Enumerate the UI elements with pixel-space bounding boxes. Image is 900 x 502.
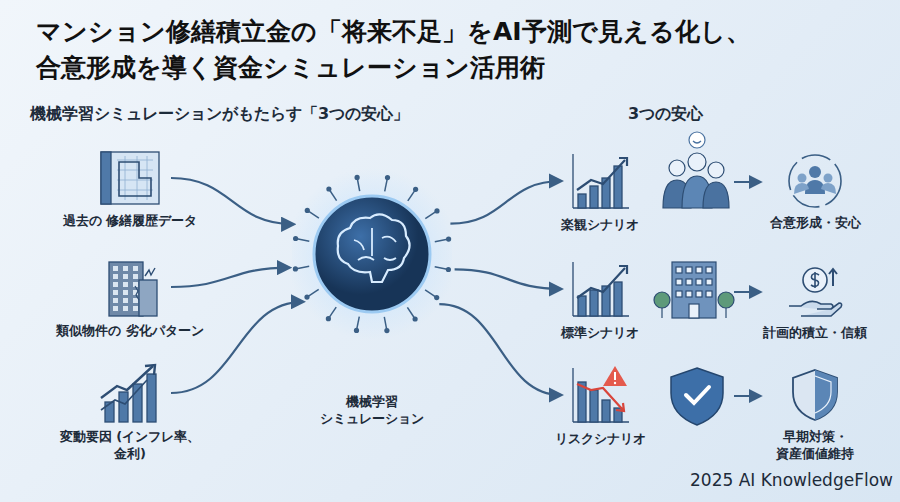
node-label: 変動要因 (インフレ率、金利) [55, 428, 205, 462]
shield-icon [785, 366, 845, 424]
hand-icon [785, 262, 845, 320]
flow-arrow [734, 395, 760, 397]
ai-core-node: 機械学習 シミュレーション [292, 168, 452, 427]
section-heading: 機械学習シミュレーションがもたらす「3つの安心」 [30, 104, 409, 125]
input-node: 変動要因 (インフレ率、金利) [55, 362, 205, 462]
mid-icon [567, 258, 633, 320]
scenario-node: 標準シナリオ [545, 258, 655, 341]
result-node: 計画的積立・信頼 [760, 262, 870, 341]
watermark: 2025 AI KnowledgeFlow [690, 470, 893, 490]
node-label: 類似物件の 劣化パターン [55, 322, 205, 339]
building-icon [654, 262, 734, 318]
flow-arrow [734, 291, 760, 293]
input-node: 類似物件の 劣化パターン [55, 256, 205, 339]
group-icon [785, 152, 845, 210]
down-icon [567, 364, 633, 426]
brain-icon [292, 168, 452, 343]
up-icon [567, 150, 633, 212]
building-icon [95, 256, 165, 318]
node-label: 計画的積立・信頼 [760, 324, 870, 341]
section-heading: 3つの安心 [628, 104, 703, 125]
flow-connector [171, 268, 289, 287]
scenario-node: 楽観シナリオ [545, 150, 655, 233]
growth-icon [95, 362, 165, 424]
diagram-title: マンション修繕積立金の「将来不足」をAI予測で見える化し、 合意形成を導く資金シ… [36, 14, 876, 86]
node-label: リスクシナリオ [545, 430, 655, 447]
node-label: 機械学習 シミュレーション [292, 393, 452, 427]
people-icon [663, 132, 729, 208]
shield-icon [671, 368, 723, 425]
blueprint-icon [95, 148, 165, 208]
flow-connector [439, 304, 561, 395]
node-label: 早期対策・ 資産価値維持 [760, 428, 870, 462]
flow-connector [171, 302, 303, 393]
node-label: 過去の 修繕履歴データ [55, 212, 205, 229]
result-node: 合意形成・安心 [760, 152, 870, 231]
result-node: 早期対策・ 資産価値維持 [760, 366, 870, 462]
flow-connector [450, 181, 561, 224]
flow-connector [455, 269, 561, 289]
input-node: 過去の 修繕履歴データ [55, 148, 205, 229]
scenario-node: リスクシナリオ [545, 364, 655, 447]
flow-arrow [734, 181, 760, 183]
node-label: 合意形成・安心 [760, 214, 870, 231]
node-label: 標準シナリオ [545, 324, 655, 341]
node-label: 楽観シナリオ [545, 216, 655, 233]
